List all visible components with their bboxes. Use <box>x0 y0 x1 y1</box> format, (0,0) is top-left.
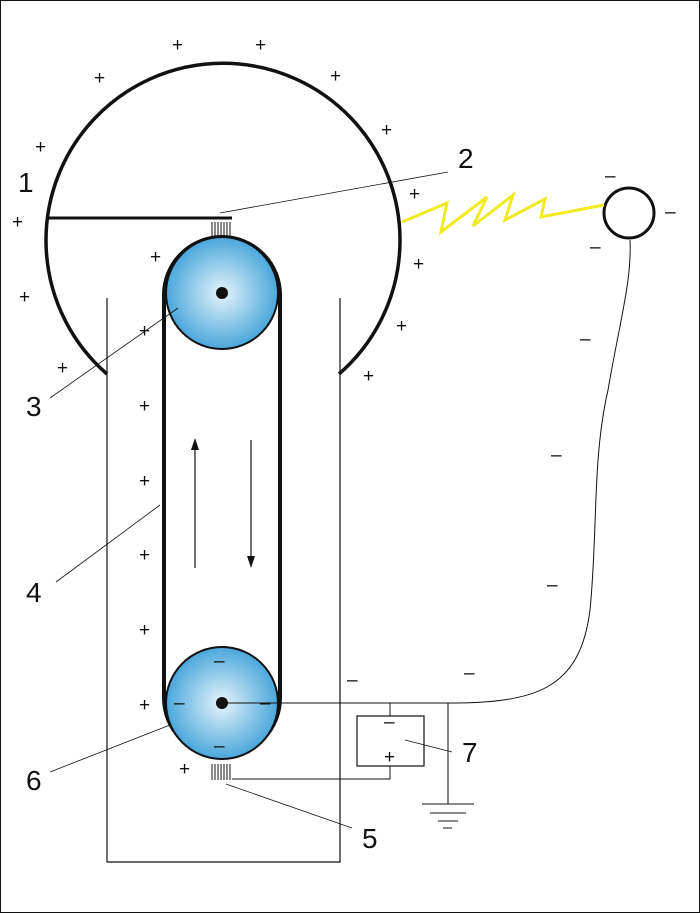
plus-sign: + <box>363 366 374 387</box>
leader-lines <box>49 171 449 829</box>
plus-sign: + <box>384 747 395 768</box>
plus-sign: + <box>172 35 183 56</box>
plus-sign: + <box>139 396 150 417</box>
label-lower-roller: 6 <box>26 765 42 796</box>
minus-sign: – <box>580 329 591 350</box>
label-belt: 4 <box>26 577 42 608</box>
minus-sign: – <box>174 693 185 714</box>
sphere-plus-charges: + + + + + + + + + + + + + <box>12 35 424 387</box>
plus-sign: + <box>139 695 150 716</box>
plus-sign: + <box>330 66 341 87</box>
minus-sign: – <box>384 712 395 733</box>
minus-sign: – <box>260 693 271 714</box>
plus-sign: + <box>139 321 150 342</box>
plus-sign: + <box>139 471 150 492</box>
minus-sign: – <box>665 202 676 223</box>
label-sphere: 1 <box>18 167 34 198</box>
voltage-source <box>356 715 425 767</box>
plus-sign: + <box>12 212 23 233</box>
minus-sign: – <box>605 166 616 187</box>
plus-sign: + <box>150 247 161 268</box>
roller-and-source-charges: – – – – – + <box>174 651 395 768</box>
upper-roller-axle <box>216 287 228 299</box>
upper-brush <box>211 222 231 236</box>
electrode-minus-charges: – – – – – – – – <box>347 166 676 691</box>
source-leader-line <box>404 739 453 753</box>
plus-sign: + <box>139 545 150 566</box>
support-column <box>106 298 341 863</box>
plus-sign: + <box>35 137 46 158</box>
belt-up-arrow <box>191 438 199 568</box>
label-upper-brush: 2 <box>458 143 474 174</box>
minus-sign: – <box>547 575 558 596</box>
minus-sign: – <box>214 651 225 672</box>
lower-brush <box>211 764 231 780</box>
plus-sign: + <box>409 184 420 205</box>
minus-sign: – <box>214 736 225 757</box>
label-upper-roller: 3 <box>26 391 42 422</box>
plus-sign: + <box>57 358 68 379</box>
minus-sign: – <box>347 670 358 691</box>
belt-plus-charges: + + + + + + + + <box>139 247 190 780</box>
label-lower-brush: 5 <box>362 823 378 854</box>
spark <box>401 190 605 236</box>
minus-sign: – <box>551 445 562 466</box>
plus-sign: + <box>139 620 150 641</box>
plus-sign: + <box>381 120 392 141</box>
plus-sign: + <box>179 759 190 780</box>
plus-sign: + <box>396 316 407 337</box>
ground-symbol <box>422 803 474 829</box>
ground-return-wire <box>447 239 631 704</box>
plus-sign: + <box>94 68 105 89</box>
sphere-dome <box>44 61 402 376</box>
small-electrode <box>602 186 656 240</box>
plus-sign: + <box>413 254 424 275</box>
label-source: 7 <box>462 737 478 768</box>
plus-sign: + <box>255 35 266 56</box>
plus-sign: + <box>19 287 30 308</box>
belt-down-arrow <box>247 440 255 568</box>
minus-sign: – <box>590 237 601 258</box>
circuit-wires <box>222 702 449 804</box>
minus-sign: – <box>464 663 475 684</box>
